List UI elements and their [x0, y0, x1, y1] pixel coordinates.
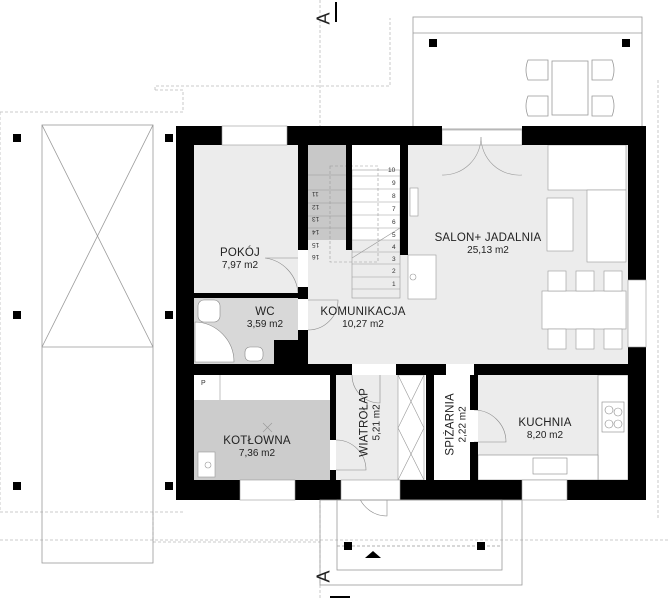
stair-step: 2	[392, 268, 396, 275]
room-area: 8,20 m2	[526, 430, 564, 442]
stair-step: 4	[392, 244, 396, 251]
room-name: SPIŻARNIA	[444, 393, 457, 456]
room-label-kuchnia: KUCHNIA 8,20 m2	[505, 417, 585, 442]
kotlownia-fixtures	[197, 375, 273, 478]
room-area: 7,36 m2	[238, 448, 276, 460]
floor-spizarnia	[434, 375, 470, 480]
section-marker-top: A	[313, 12, 334, 25]
floor-stair-down	[308, 145, 346, 240]
stair-step-down: 13	[312, 215, 320, 222]
room-name: KUCHNIA	[518, 417, 572, 429]
stair-step: 5	[392, 232, 396, 239]
wc-fixtures	[194, 299, 264, 363]
stair-step: 6	[392, 219, 396, 226]
room-label-komunikacja: KOMUNIKACJA 10,27 m2	[316, 306, 410, 331]
stair-step: 9	[392, 180, 396, 187]
salon-furniture	[407, 144, 627, 350]
stair-step: 10	[388, 167, 396, 174]
room-area: 2,22 m2	[457, 406, 469, 443]
windows	[221, 125, 647, 501]
room-name: WIATROŁAP	[358, 388, 371, 457]
floor-kuchnia	[478, 375, 598, 455]
stair-step-down: 11	[312, 190, 319, 197]
room-name: KOTŁOWNA	[223, 435, 291, 447]
stair-step-down: 15	[312, 241, 320, 248]
closet	[397, 374, 425, 481]
room-label-wiatrolap: WIATROŁAP 5,21 m2	[359, 387, 384, 457]
room-name: KOMUNIKACJA	[320, 306, 406, 318]
carport-posts	[13, 134, 173, 490]
stair-step: 7	[392, 206, 396, 213]
room-area: 5,21 m2	[371, 404, 383, 441]
room-label-salon: SALON+ JADALNIA 25,13 m2	[428, 232, 548, 257]
stair-step: 1	[392, 281, 396, 288]
stair-step: 3	[392, 256, 396, 263]
stair-step: 8	[392, 193, 396, 200]
kuchnia-fixtures	[477, 374, 629, 481]
entrance-porch	[319, 499, 523, 586]
floor-kotlownia	[194, 400, 330, 480]
room-area: 3,59 m2	[246, 319, 284, 331]
room-label-spizarnia: SPIŻARNIA 2,22 m2	[445, 391, 470, 457]
floor-wiatrolap	[336, 375, 398, 480]
entrance-arrow	[365, 551, 381, 558]
room-area: 10,27 m2	[342, 319, 384, 331]
room-area: 7,97 m2	[221, 260, 259, 272]
rear-terrace	[412, 16, 643, 130]
room-name: WC	[255, 306, 275, 318]
stair-step-down: 16	[312, 253, 320, 260]
floor-kotlownia-top	[194, 375, 330, 400]
floor-komunikacja	[308, 240, 408, 364]
carport	[41, 124, 154, 564]
walls	[176, 126, 646, 500]
boiler-tag: P	[201, 380, 206, 387]
room-area: 25,13 m2	[467, 245, 509, 257]
room-name: POKÓJ	[220, 247, 260, 259]
section-marker-bottom: A	[313, 570, 334, 583]
stair-step-down: 12	[312, 203, 320, 210]
room-label-wc: WC 3,59 m2	[230, 306, 300, 331]
stair-step-down: 14	[312, 228, 320, 235]
room-label-pokoj: POKÓJ 7,97 m2	[200, 247, 280, 272]
floor-pokoj	[194, 145, 298, 293]
room-name: SALON+ JADALNIA	[434, 232, 542, 244]
room-label-kotlownia: KOTŁOWNA 7,36 m2	[212, 435, 302, 460]
